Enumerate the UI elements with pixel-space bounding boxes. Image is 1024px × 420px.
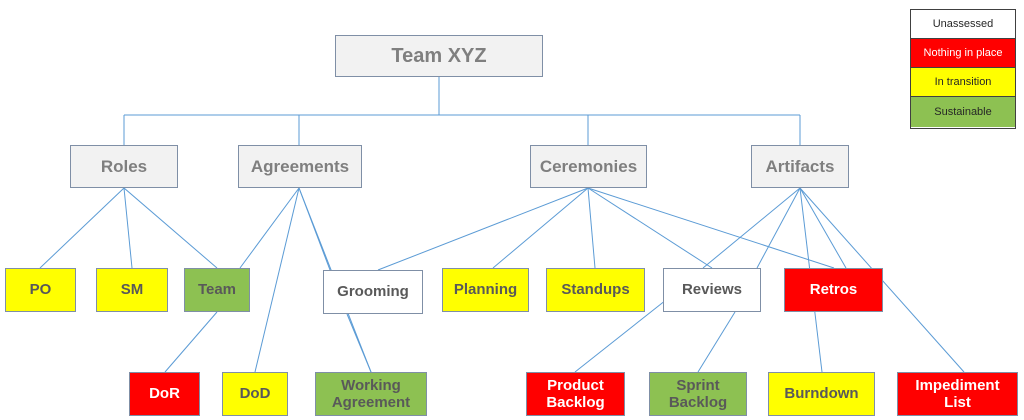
item-sprint-backlog: Sprint Backlog [649,372,747,416]
item-sm-label: SM [120,281,144,299]
item-dor: DoR [129,372,200,416]
category-roles: Roles [70,145,178,188]
item-reviews: Reviews [663,268,761,312]
category-agreements: Agreements [238,145,362,188]
item-product-backlog: Product Backlog [526,372,625,416]
root-node-team: Team XYZ [335,35,543,77]
item-sm: SM [96,268,168,312]
legend-nothing-in-place: Nothing in place [911,39,1015,68]
category-roles-label: Roles [100,156,148,176]
item-team-label: Team [197,281,237,299]
category-ceremonies: Ceremonies [530,145,647,188]
item-reviews-label: Reviews [681,281,743,299]
item-planning-label: Planning [453,281,518,299]
item-dor-label: DoR [149,385,180,403]
category-artifacts-label: Artifacts [765,156,835,176]
item-sprint-backlog-label: Sprint Backlog [668,376,728,411]
item-burndown-label: Burndown [784,385,859,403]
item-retros: Retros [784,268,883,312]
legend-in-transition: In transition [911,68,1015,97]
item-burndown: Burndown [768,372,875,416]
category-agreements-label: Agreements [250,156,350,176]
item-team: Team [184,268,250,312]
item-impediment-list-label: Impediment List [915,376,1000,411]
item-grooming: Grooming [323,270,423,314]
item-po-label: PO [29,281,52,299]
item-product-backlog-label: Product Backlog [546,376,605,411]
item-standups: Standups [546,268,645,312]
item-dod: DoD [222,372,288,416]
item-dod-label: DoD [239,385,271,403]
item-impediment-list: Impediment List [897,372,1018,416]
item-working-agreement-label: Working Agreement [331,376,411,411]
status-legend: Unassessed Nothing in place In transitio… [910,9,1016,129]
item-working-agreement: Working Agreement [315,372,427,416]
legend-unassessed: Unassessed [911,10,1015,39]
legend-sustainable: Sustainable [911,97,1015,127]
item-po: PO [5,268,76,312]
item-grooming-label: Grooming [337,283,409,301]
item-retros-label: Retros [809,281,858,299]
category-ceremonies-label: Ceremonies [539,156,638,176]
item-planning: Planning [442,268,529,312]
category-artifacts: Artifacts [751,145,849,188]
root-label: Team XYZ [391,44,487,67]
item-standups-label: Standups [561,281,630,299]
